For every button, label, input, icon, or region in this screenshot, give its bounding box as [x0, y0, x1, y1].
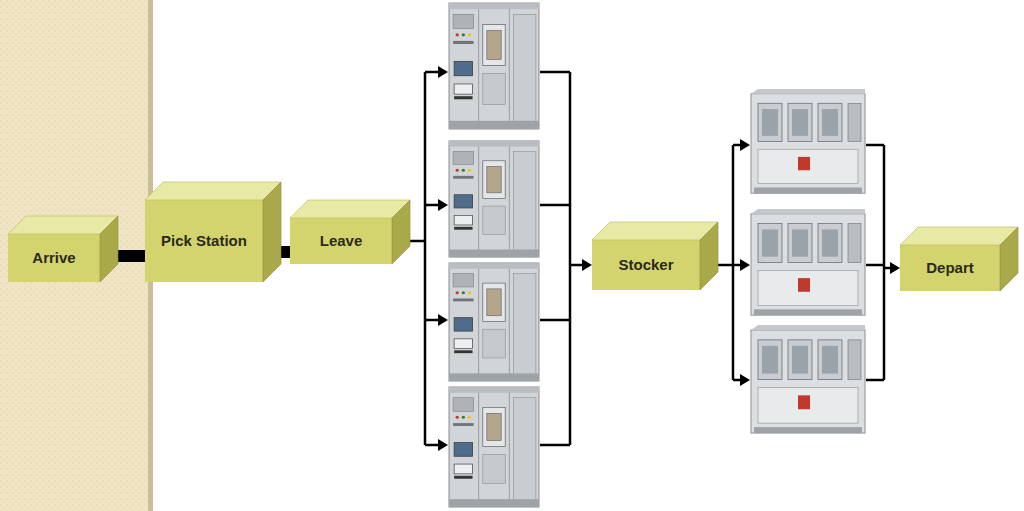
wire-segment	[884, 267, 891, 270]
wire-segment	[540, 319, 570, 322]
arrowhead	[438, 314, 448, 326]
wire-segment	[425, 204, 439, 207]
wire-segment	[733, 144, 741, 147]
arrowhead	[438, 439, 448, 451]
process-box: Arrive	[8, 234, 100, 282]
wire-segment	[425, 319, 439, 322]
box-label: Leave	[320, 232, 363, 250]
arrowhead	[582, 259, 592, 271]
wire-segment	[540, 204, 570, 207]
wire-segment	[883, 145, 886, 380]
process-box: Depart	[900, 245, 1000, 291]
arrowhead	[740, 374, 750, 386]
wire-segment	[281, 246, 290, 258]
wire-segment	[425, 444, 439, 447]
connector	[118, 256, 145, 257]
wire-segment	[866, 264, 884, 267]
connector	[281, 252, 290, 253]
arrowhead	[438, 199, 448, 211]
text-holder: Arrive	[32, 249, 75, 267]
text-holder: Pick Station	[161, 232, 247, 250]
wire-segment	[425, 71, 439, 74]
box-label: Pick Station	[161, 232, 247, 250]
process-box: Pick Station	[145, 200, 263, 282]
process-box: Leave	[290, 218, 392, 264]
wire-segment	[540, 444, 570, 447]
arrowhead	[890, 262, 900, 274]
arrowhead	[740, 259, 750, 271]
connector	[718, 139, 900, 386]
text-holder: Depart	[926, 259, 974, 277]
wire-segment	[866, 144, 884, 147]
box-label: Arrive	[32, 249, 75, 267]
wire-segment	[570, 264, 583, 267]
wire-segment	[733, 264, 741, 267]
box-label: Stocker	[618, 256, 673, 274]
wire-segment	[424, 72, 427, 445]
wire-segment	[410, 240, 425, 243]
wire-segment	[732, 145, 735, 380]
wire-segment	[540, 71, 570, 74]
process-box: Stocker	[592, 240, 700, 290]
wire-segment	[866, 379, 884, 382]
text-holder: Leave	[320, 232, 363, 250]
wire-segment	[733, 379, 741, 382]
box-label: Depart	[926, 259, 974, 277]
wire-segment	[569, 72, 572, 445]
wire-segment	[118, 250, 145, 262]
text-holder: Stocker	[618, 256, 673, 274]
arrowhead	[740, 139, 750, 151]
arrowhead	[438, 66, 448, 78]
connector	[410, 66, 592, 451]
wire-segment	[718, 264, 733, 267]
